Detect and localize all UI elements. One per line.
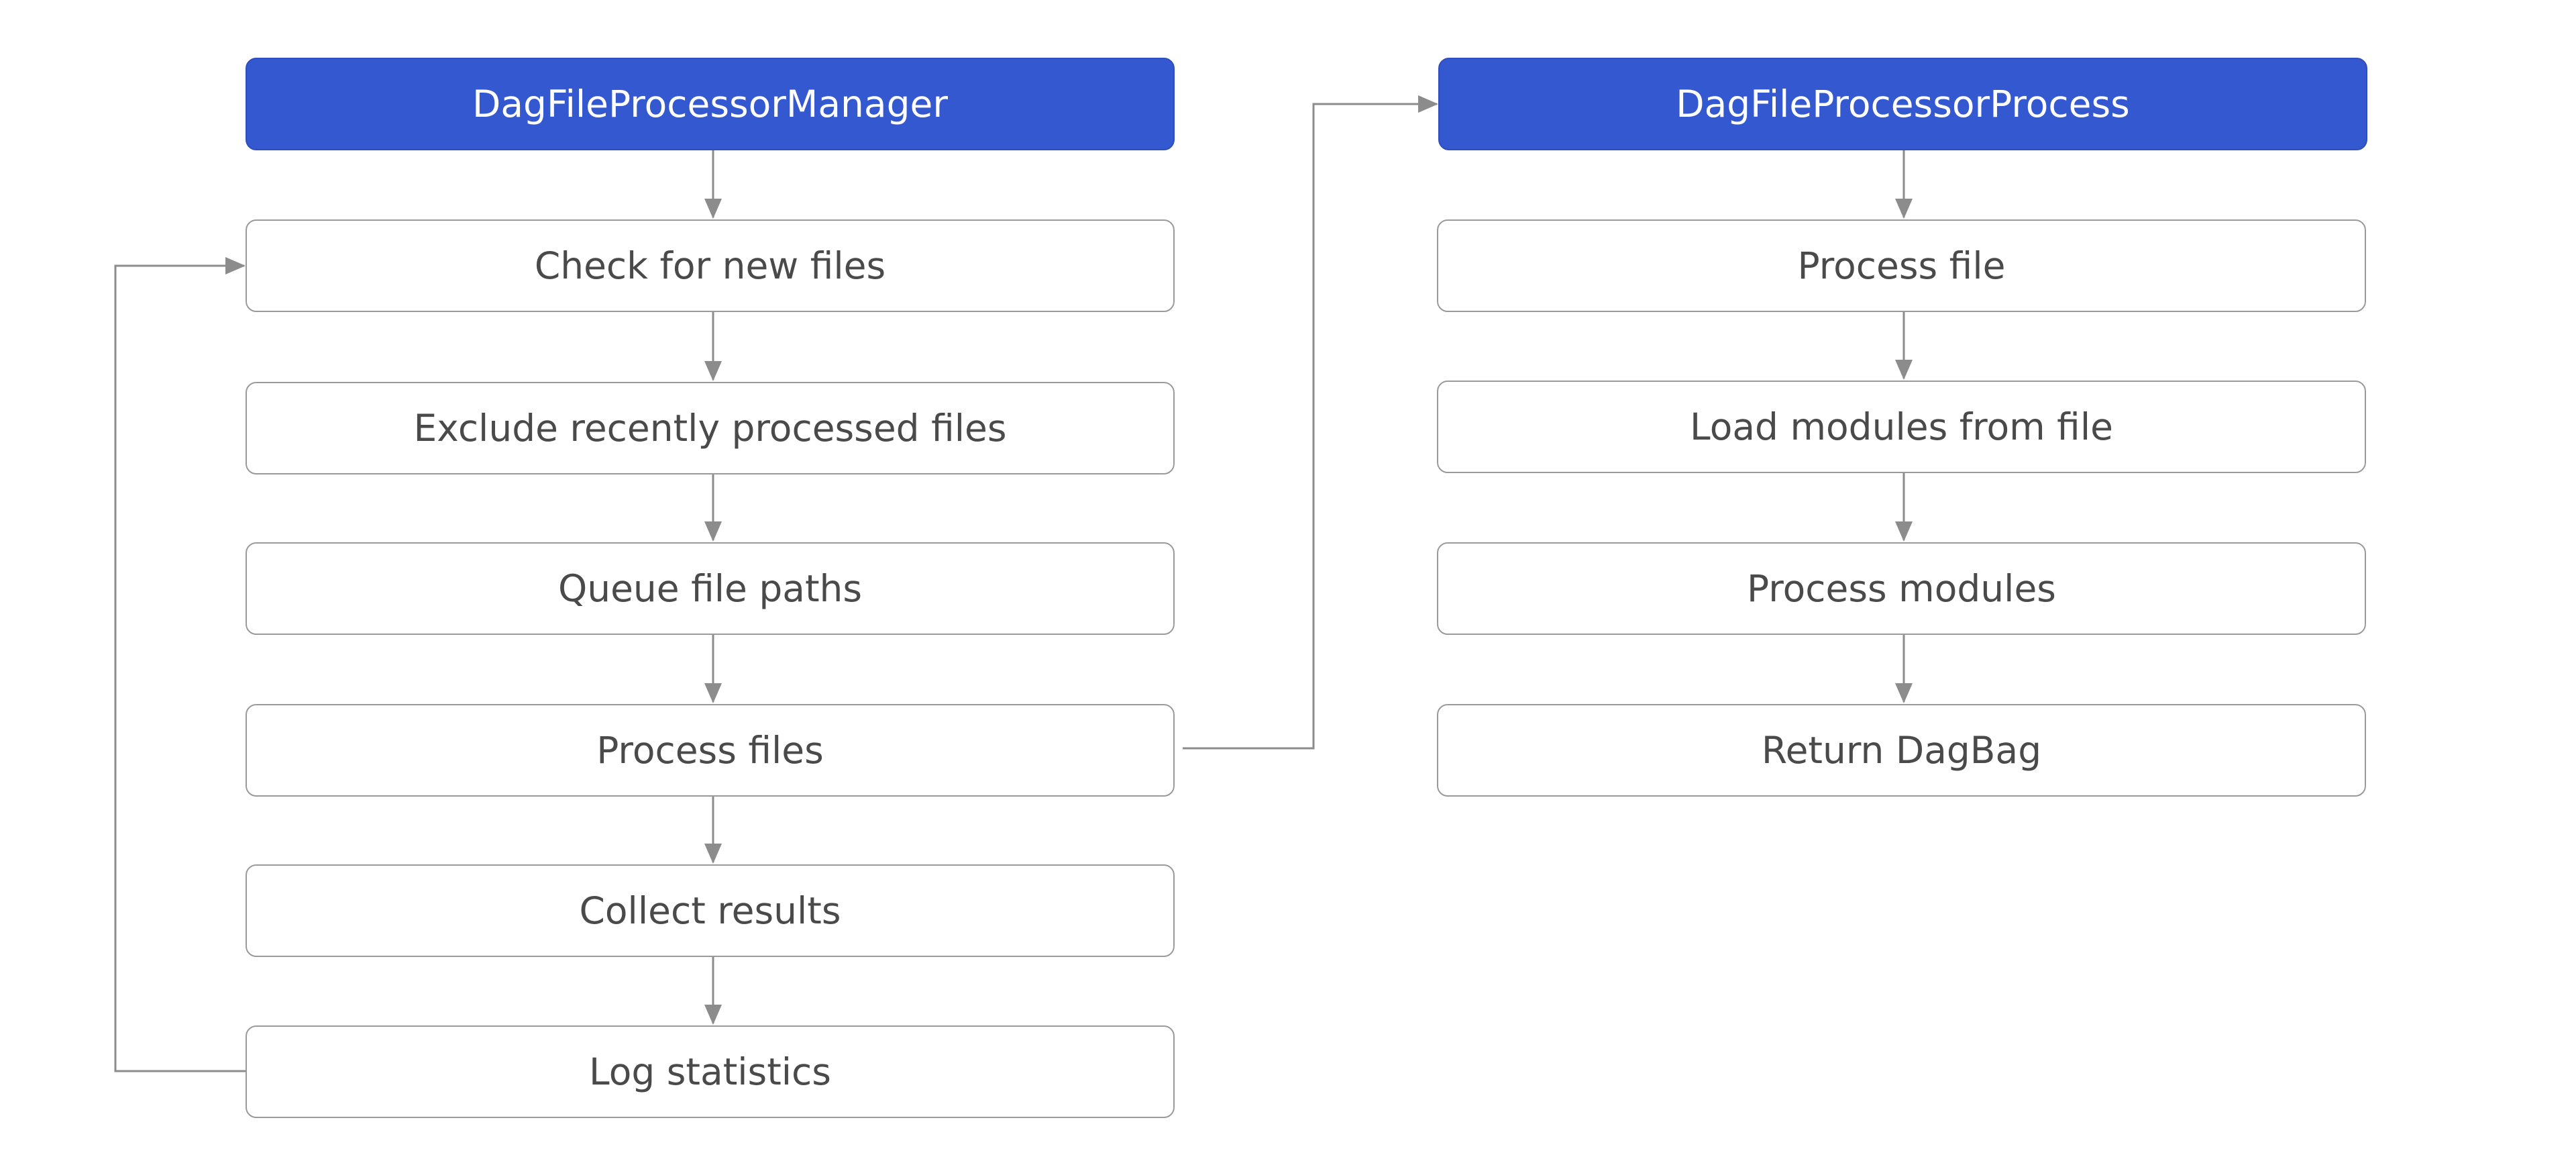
processor-header-node: DagFileProcessorProcess	[1438, 58, 2367, 150]
step-process-files: Process files	[246, 704, 1175, 797]
step-exclude-recently-processed: Exclude recently processed files	[246, 382, 1175, 474]
step-label: Collect results	[579, 889, 841, 932]
step-label: Check for new files	[534, 244, 886, 287]
step-log-statistics: Log statistics	[246, 1025, 1175, 1118]
step-label: Process modules	[1747, 567, 2056, 610]
step-process-modules: Process modules	[1437, 542, 2366, 635]
step-label: Exclude recently processed files	[413, 407, 1007, 450]
step-queue-file-paths: Queue file paths	[246, 542, 1175, 635]
manager-header-label: DagFileProcessorManager	[472, 83, 948, 125]
step-collect-results: Collect results	[246, 864, 1175, 957]
step-label: Load modules from file	[1690, 405, 2113, 448]
processor-header-label: DagFileProcessorProcess	[1676, 83, 2130, 125]
step-label: Queue file paths	[557, 567, 863, 610]
step-label: Process file	[1797, 244, 2006, 287]
step-load-modules-from-file: Load modules from file	[1437, 381, 2366, 473]
step-label: Return DagBag	[1761, 729, 2042, 772]
step-label: Process files	[596, 729, 824, 772]
manager-header-node: DagFileProcessorManager	[246, 58, 1175, 150]
arrow-loop-log-to-check	[114, 257, 246, 1072]
step-process-file: Process file	[1437, 219, 2366, 312]
step-return-dagbag: Return DagBag	[1437, 704, 2366, 797]
arrow-process-files-to-processor	[1183, 95, 1438, 750]
step-check-for-new-files: Check for new files	[246, 219, 1175, 312]
step-label: Log statistics	[589, 1050, 831, 1093]
